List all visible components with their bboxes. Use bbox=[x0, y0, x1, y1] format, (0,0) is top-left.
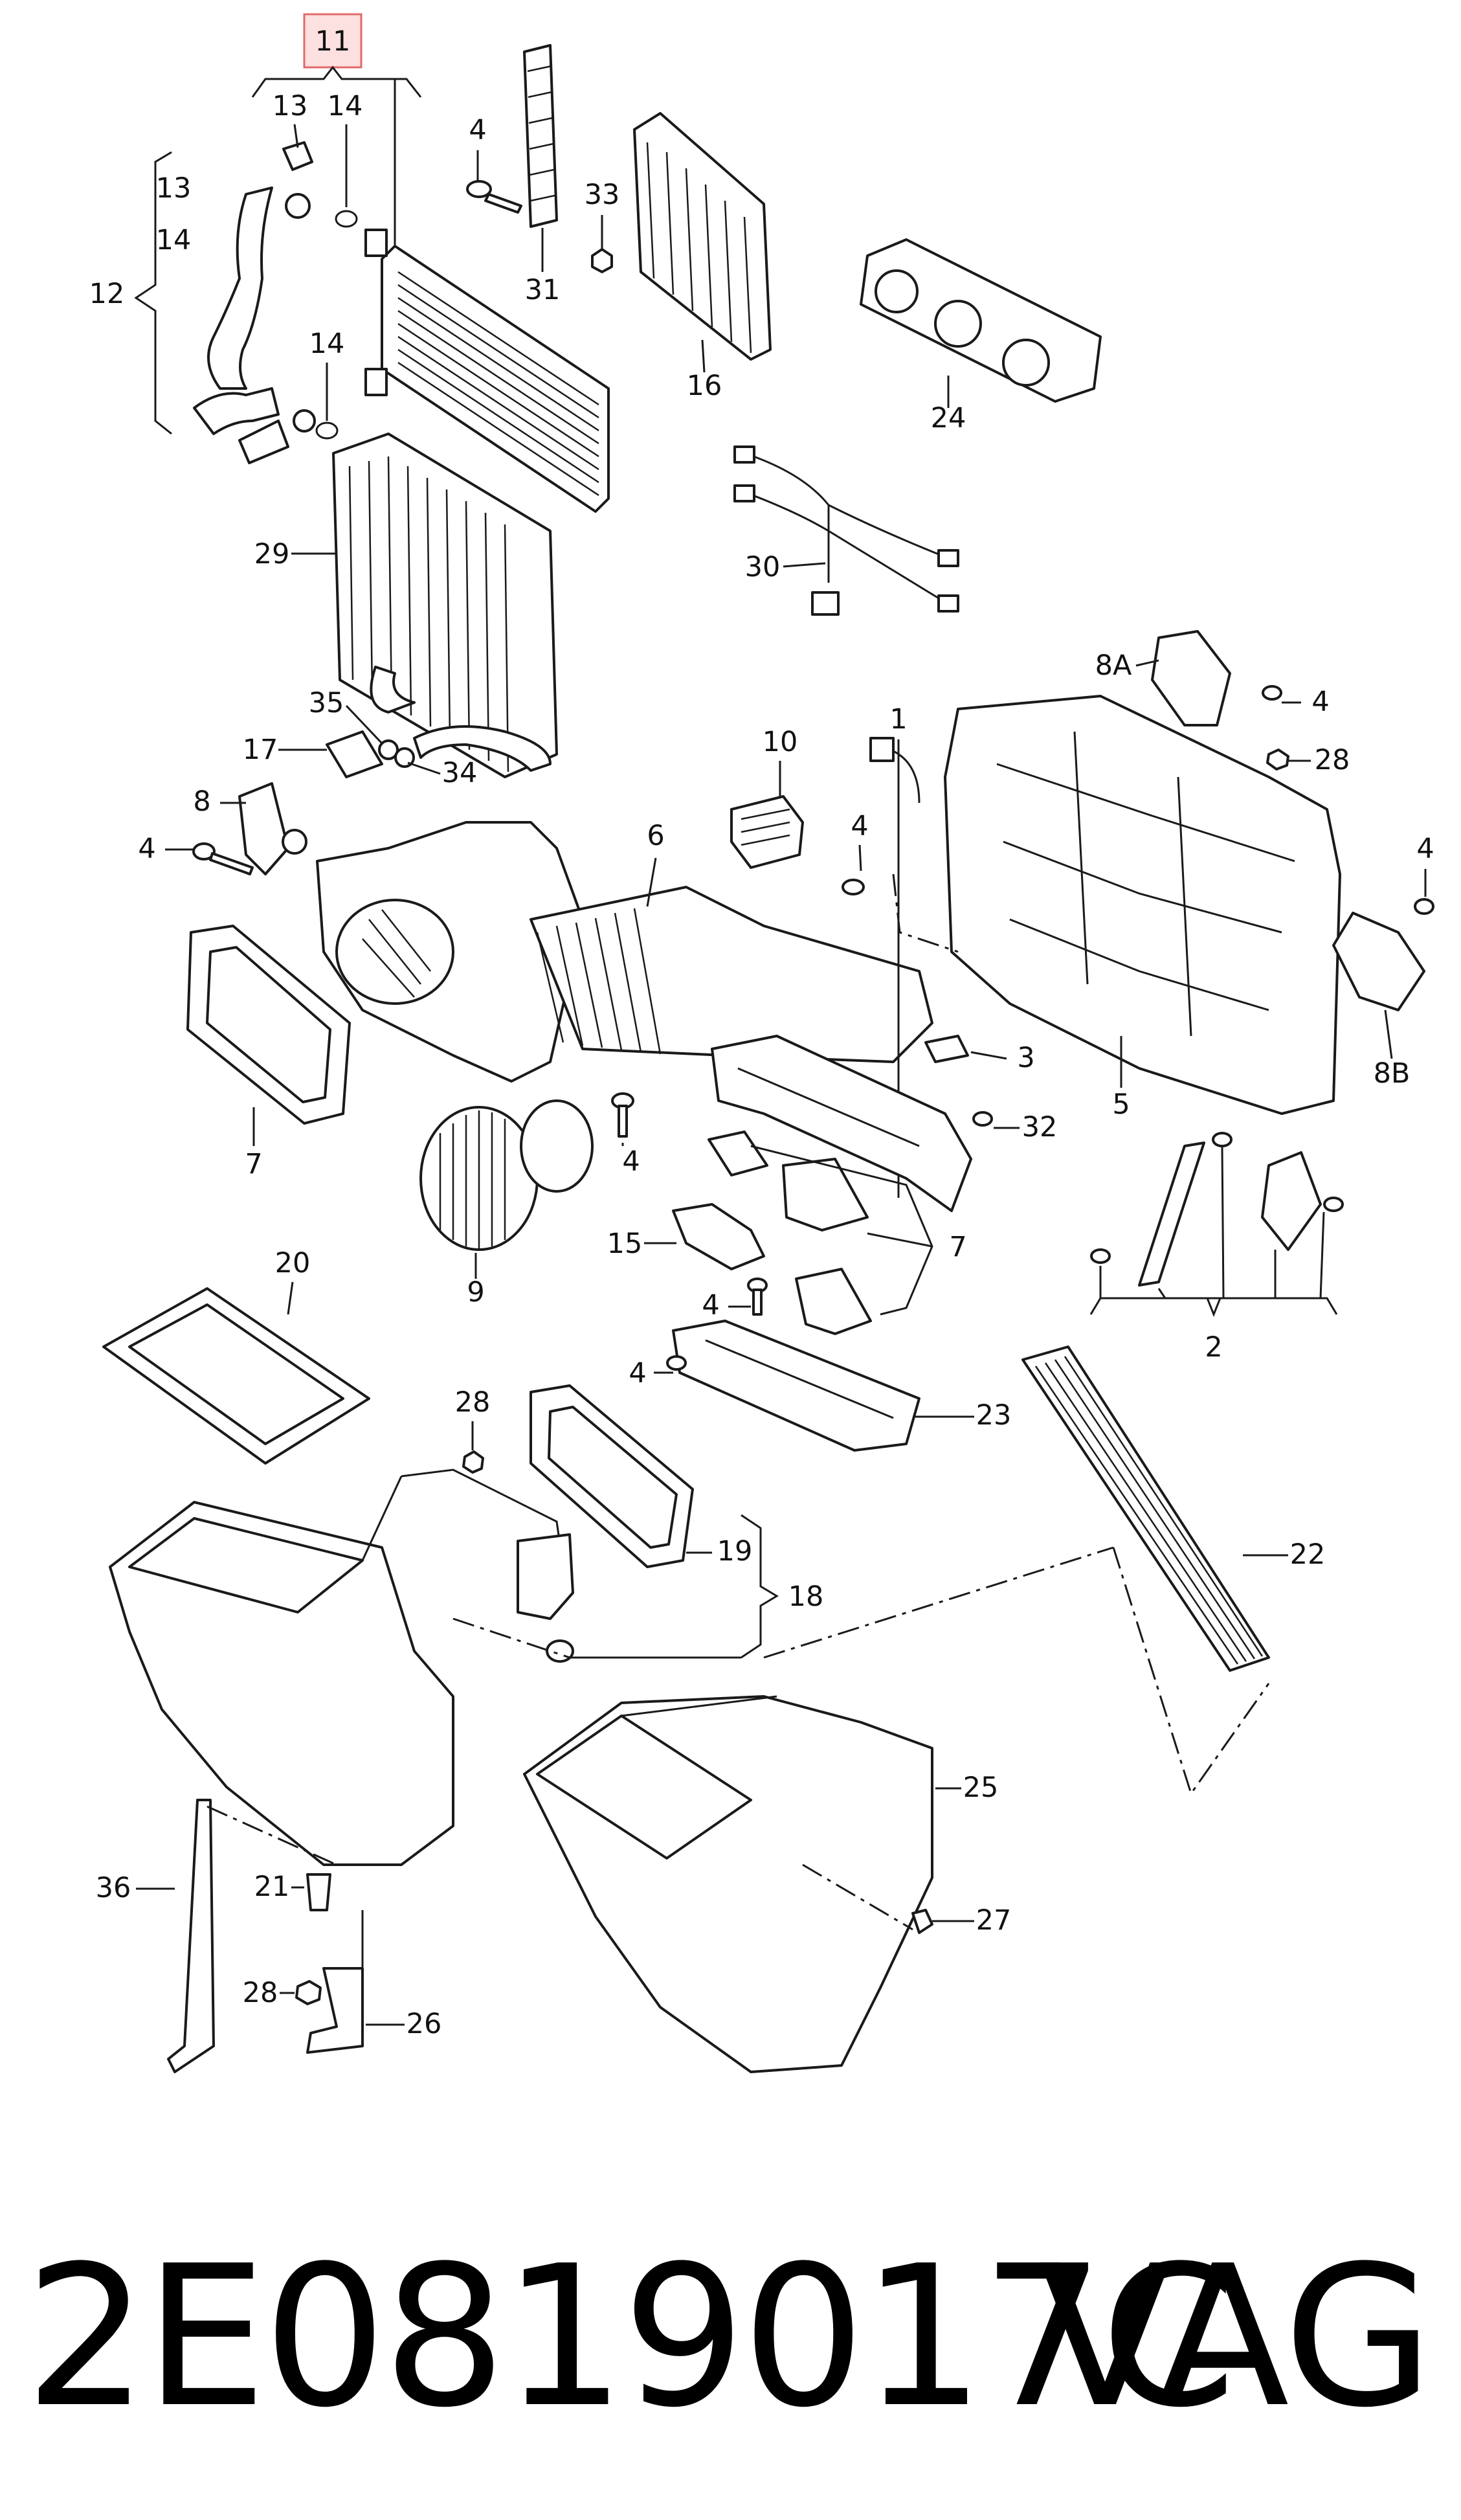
callout-12: 12 bbox=[89, 278, 125, 310]
callout-28-mid: 28 bbox=[455, 1386, 491, 1419]
actuator-8[interactable]: 8 bbox=[193, 782, 307, 875]
callout-21: 21 bbox=[254, 1871, 290, 1903]
actuator-8b[interactable]: 8B 4 bbox=[1332, 833, 1434, 1090]
expansion-valve[interactable]: 17 35 34 bbox=[243, 687, 478, 789]
blower-housing[interactable]: 6 bbox=[316, 820, 933, 1083]
callout-33: 33 bbox=[585, 179, 620, 211]
connector-3[interactable]: 3 bbox=[924, 1035, 1035, 1074]
callout-10: 10 bbox=[763, 726, 798, 758]
callout-29: 29 bbox=[254, 538, 290, 570]
air-distribution-housing[interactable]: 5 1 bbox=[869, 695, 1341, 1198]
wiring-harness[interactable]: 30 bbox=[733, 445, 959, 616]
heater-core[interactable] bbox=[364, 229, 610, 513]
air-duct[interactable]: 32 bbox=[711, 1035, 1058, 1212]
blower-motor[interactable]: 9 bbox=[419, 1099, 594, 1309]
evaporator[interactable]: 29 bbox=[254, 433, 558, 778]
callout-4-left: 4 bbox=[138, 833, 155, 865]
callout-35: 35 bbox=[309, 687, 344, 719]
callout-25: 25 bbox=[963, 1772, 999, 1804]
callout-15: 15 bbox=[607, 1228, 643, 1260]
callout-19: 19 bbox=[717, 1535, 753, 1568]
callout-34: 34 bbox=[442, 757, 478, 789]
duct-parts-2[interactable]: 2 bbox=[1089, 1132, 1344, 1364]
screw-bracket[interactable]: 4 bbox=[702, 1277, 768, 1322]
callout-2: 2 bbox=[1205, 1331, 1222, 1364]
lower-housing-25[interactable]: 25 27 bbox=[523, 1546, 1270, 2073]
callout-8: 8 bbox=[193, 785, 210, 818]
callout-9: 9 bbox=[467, 1276, 484, 1309]
callout-17: 17 bbox=[243, 734, 278, 766]
temperature-sensor[interactable]: 10 bbox=[730, 726, 804, 869]
callout-23: 23 bbox=[976, 1399, 1012, 1432]
screw-left[interactable]: 4 bbox=[138, 833, 254, 875]
callout-31: 31 bbox=[525, 274, 561, 306]
seal-19[interactable]: 19 18 bbox=[452, 1384, 824, 1663]
callout-4-mid: 4 bbox=[851, 810, 868, 842]
callout-28-right: 28 bbox=[1315, 744, 1350, 776]
seal-frame-left[interactable]: 7 bbox=[186, 925, 351, 1180]
bracket-15[interactable]: 15 bbox=[607, 1203, 765, 1270]
lower-housing-left[interactable]: 28 36 21 28 26 bbox=[96, 1386, 564, 2073]
cabin-filter[interactable]: 22 bbox=[1021, 1345, 1326, 1672]
climate-control-unit[interactable]: 24 bbox=[860, 238, 1102, 434]
filter-frame[interactable]: 31 bbox=[523, 44, 561, 306]
callout-14-top: 14 bbox=[328, 90, 363, 122]
callout-7-left: 7 bbox=[245, 1148, 262, 1180]
callout-36: 36 bbox=[96, 1872, 131, 1904]
callout-28-bottom: 28 bbox=[243, 1977, 278, 2009]
callout-14-left: 14 bbox=[156, 224, 192, 256]
callout-32: 32 bbox=[1022, 1111, 1058, 1143]
callout-22: 22 bbox=[1290, 1538, 1326, 1571]
ptc-heater[interactable]: 33 16 bbox=[585, 112, 772, 402]
screw-top[interactable]: 4 bbox=[466, 114, 522, 214]
callout-26: 26 bbox=[407, 2008, 442, 2040]
callout-4-bracket: 4 bbox=[702, 1289, 719, 1322]
seal-20[interactable]: 20 bbox=[102, 1247, 370, 1465]
callout-7-right: 7 bbox=[949, 1231, 966, 1263]
callout-27: 27 bbox=[976, 1904, 1012, 1937]
callout-14-bottom: 14 bbox=[309, 328, 345, 360]
seals-group-7[interactable]: 7 bbox=[708, 1131, 967, 1335]
callout-13-left: 13 bbox=[156, 172, 192, 205]
callout-4-blower: 4 bbox=[622, 1145, 640, 1178]
callout-11-highlight[interactable]: 11 bbox=[251, 13, 422, 246]
callout-4-8a: 4 bbox=[1311, 686, 1329, 718]
callout-4-right: 4 bbox=[1416, 833, 1434, 865]
callout-4-top: 4 bbox=[469, 114, 486, 146]
svg-text:11: 11 bbox=[315, 25, 351, 58]
callout-5: 5 bbox=[1112, 1088, 1130, 1121]
heater-hose-group: 13 14 12 13 14 14 bbox=[89, 90, 363, 464]
callout-20: 20 bbox=[275, 1247, 311, 1279]
cover-23[interactable]: 23 4 bbox=[629, 1320, 1012, 1452]
part-number: 2E0819017C bbox=[25, 2224, 1236, 2450]
callout-8a: 8A bbox=[1095, 649, 1132, 682]
callout-8b: 8B bbox=[1374, 1057, 1411, 1090]
callout-6: 6 bbox=[647, 820, 664, 852]
callout-4-cover: 4 bbox=[629, 1357, 646, 1389]
screw-mid[interactable]: 4 bbox=[842, 810, 959, 953]
callout-13: 13 bbox=[273, 90, 308, 122]
callout-1: 1 bbox=[889, 703, 907, 736]
exploded-parts-diagram: 11 13 14 12 13 14 14 bbox=[89, 13, 1434, 2073]
actuator-8a[interactable]: 8A 4 28 bbox=[1095, 630, 1350, 776]
callout-3: 3 bbox=[1017, 1042, 1034, 1074]
screw-blower[interactable]: 4 bbox=[611, 1092, 640, 1178]
callout-18: 18 bbox=[788, 1581, 824, 1613]
brand-name: VAG bbox=[1038, 2224, 1434, 2450]
callout-16: 16 bbox=[687, 370, 722, 402]
callout-30: 30 bbox=[745, 551, 781, 583]
